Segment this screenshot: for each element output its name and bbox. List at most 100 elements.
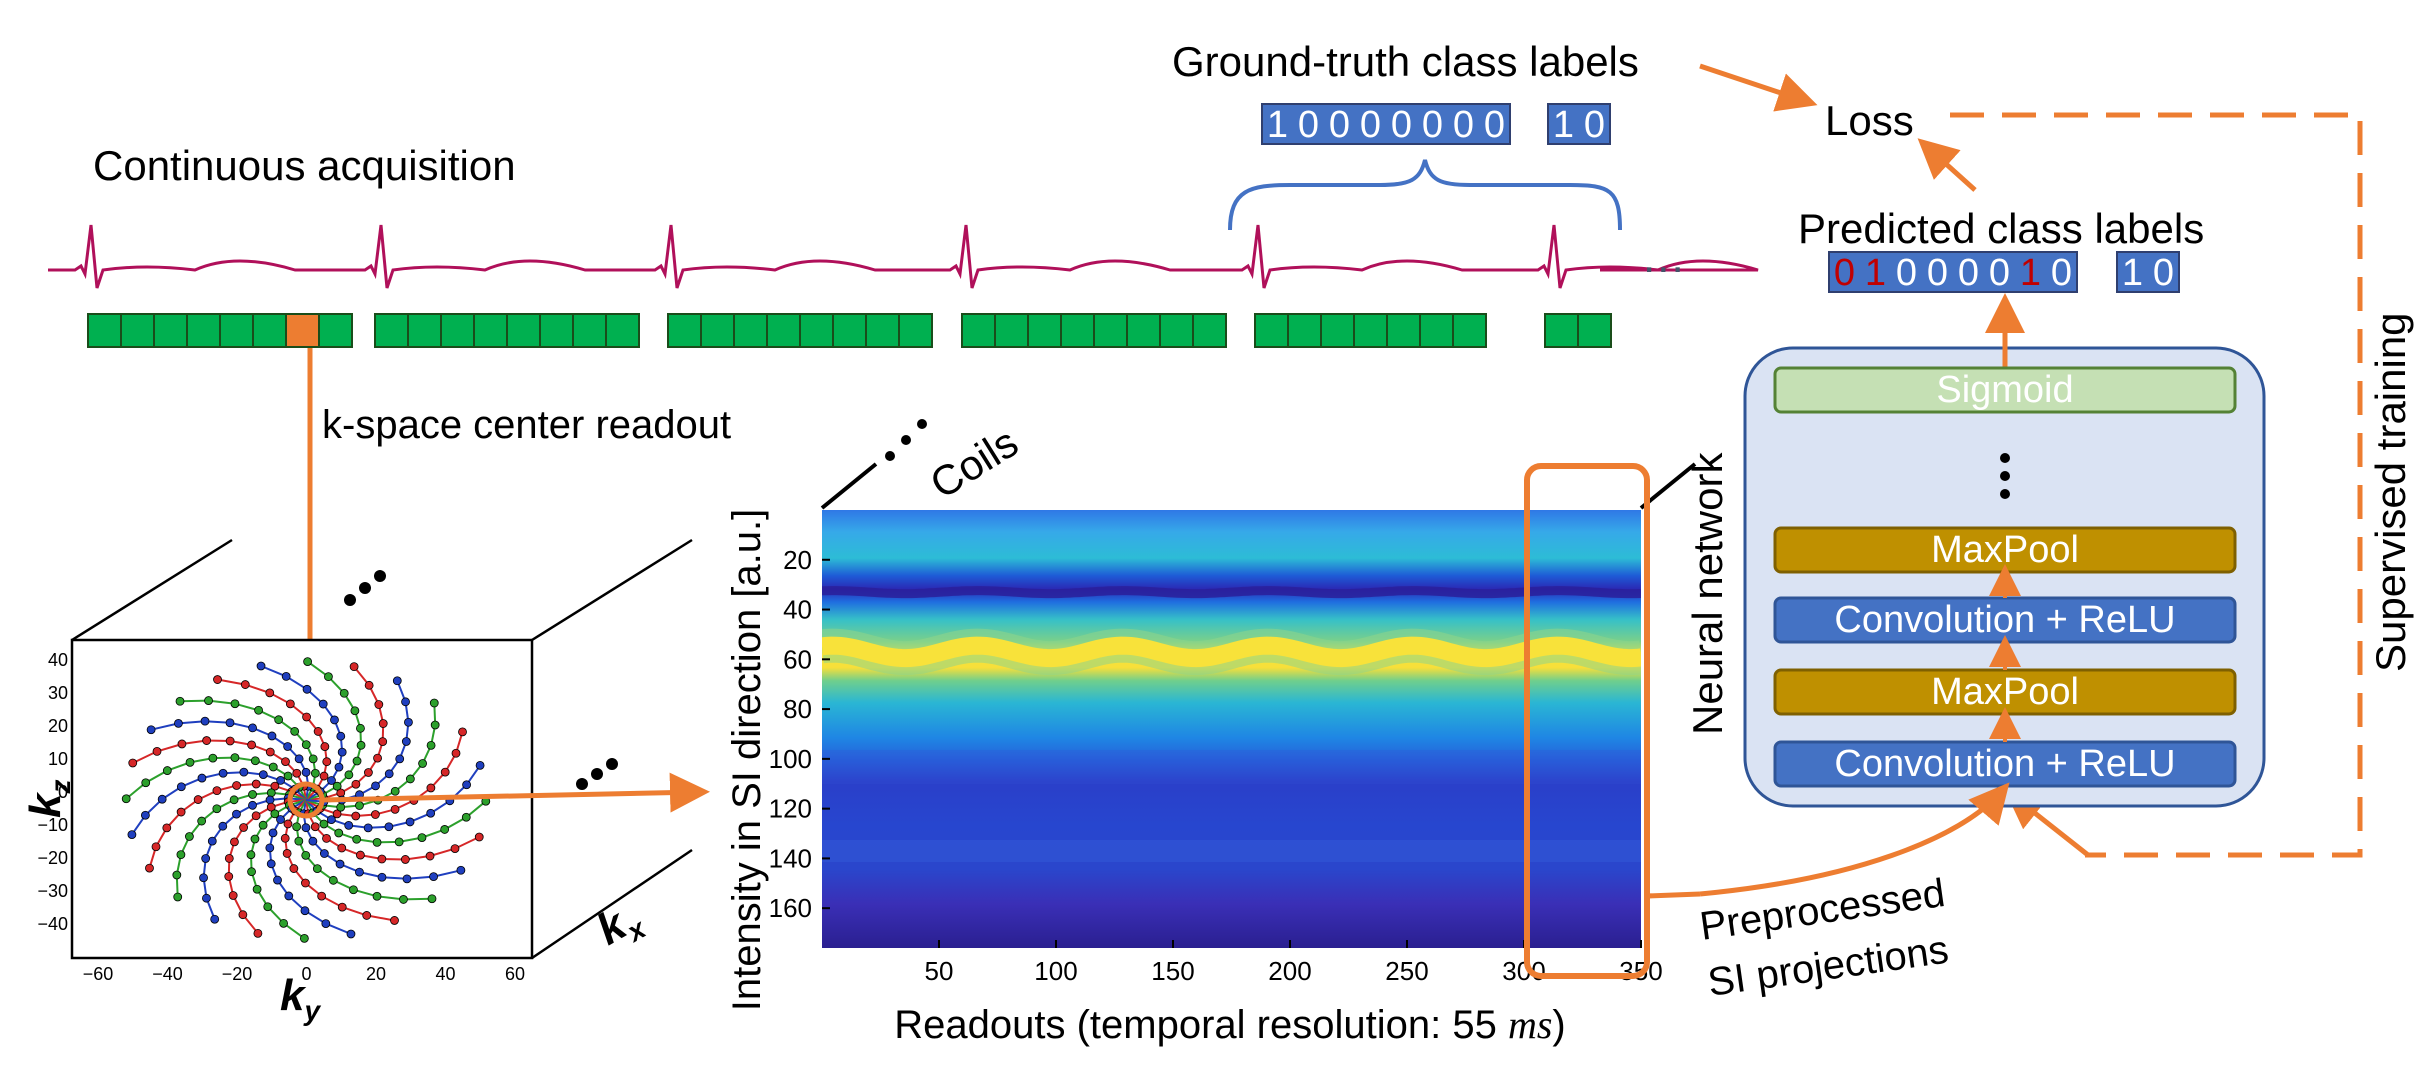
spoke-sample: [230, 837, 239, 847]
class-label-digit: 0: [1422, 104, 1443, 146]
spoke-sample: [461, 812, 471, 822]
spoke-sample: [283, 771, 293, 781]
readout-block: [473, 313, 508, 348]
spoke-sample: [355, 801, 364, 810]
bright-band: [822, 636, 1641, 668]
class-label-digit: 0: [1391, 104, 1412, 146]
coils-label: Coils: [922, 418, 1026, 507]
spoke-sample: [248, 790, 257, 799]
spoke-sample: [371, 810, 380, 819]
spoke-sample: [267, 731, 277, 741]
kspace-x-tick: 20: [366, 964, 386, 984]
spoke-sample: [212, 804, 222, 814]
spoke-sample: [201, 854, 211, 863]
kspace-x-tick: 0: [301, 964, 311, 984]
spoke-sample: [212, 786, 222, 796]
x-tick-label: 200: [1268, 956, 1311, 986]
spoke-sample: [319, 819, 329, 829]
heatmap-ylabel: Intensity in SI direction [a.u.]: [725, 509, 769, 1011]
readout-block: [799, 313, 834, 348]
spoke-sample: [390, 786, 400, 796]
spoke-sample: [308, 754, 318, 764]
spoke-sample: [202, 736, 212, 745]
window-to-net-arrow: [1699, 782, 2010, 897]
spoke-sample: [351, 811, 361, 821]
class-label-digit: 0: [2051, 252, 2072, 294]
spoke-sample: [281, 671, 291, 681]
spoke-sample: [266, 788, 276, 798]
spoke-sample: [301, 850, 311, 860]
spoke-sample: [336, 802, 346, 812]
kspace-cube: [71, 538, 693, 960]
readout-block: [506, 313, 541, 348]
spoke-sample: [127, 830, 137, 840]
spoke-sample: [310, 822, 320, 832]
spoke-sample: [405, 774, 415, 784]
kz-label: kz: [21, 780, 76, 818]
class-label-digit: 0: [1927, 252, 1948, 294]
spoke-sample: [319, 849, 329, 858]
spoke-sample: [350, 706, 360, 716]
class-label-digit: 0: [2153, 252, 2174, 294]
spoke-sample: [429, 872, 438, 882]
spoke-sample: [327, 776, 336, 785]
spoke-sample: [321, 919, 331, 929]
readout-block: [961, 313, 996, 348]
depth-ellipsis-icon: [344, 570, 618, 790]
class-label-digit: 0: [1484, 104, 1505, 146]
coils-ellipsis-icon: [885, 419, 927, 461]
ecg-path: [48, 224, 1759, 289]
spoke-sample: [283, 819, 293, 829]
spoke-sample: [145, 863, 154, 873]
spoke-sample: [285, 699, 295, 709]
spoke-sample: [140, 810, 150, 820]
class-label-digit: 1: [1865, 252, 1886, 294]
spoke-sample: [280, 833, 290, 843]
spoke-sample: [319, 771, 329, 781]
spoke-sample: [425, 851, 435, 861]
spoke-sample: [430, 720, 440, 730]
spoke-sample: [372, 837, 382, 847]
spoke-sample: [302, 684, 312, 694]
spoke-sample: [162, 823, 172, 833]
kspace-y-tick: −40: [37, 914, 68, 934]
spoke-sample: [377, 854, 387, 864]
gt-to-loss-arrow: [1699, 63, 1818, 112]
spoke-sample: [372, 891, 382, 901]
spoke-sample: [337, 747, 347, 757]
spoke-sample: [210, 914, 220, 924]
spoke-sample: [418, 759, 427, 768]
readout-block: [733, 313, 768, 348]
spoke-sample: [230, 699, 240, 709]
spoke-sample: [349, 662, 359, 672]
spoke-sample: [252, 884, 262, 894]
x-tick-label: 150: [1151, 956, 1194, 986]
spoke-sample: [263, 902, 273, 912]
spoke-sample: [322, 757, 332, 767]
spoke-sample: [265, 843, 275, 853]
spoke-sample: [405, 817, 415, 827]
y-tick-label: 80: [783, 694, 812, 724]
kspace-y-tick: 20: [48, 716, 68, 736]
spoke-sample: [451, 748, 461, 758]
readout-block: [186, 313, 221, 348]
spoke-sample: [175, 696, 185, 706]
spoke-sample: [313, 727, 323, 736]
readout-block: [539, 313, 574, 348]
kspace-y-tick: 0: [58, 782, 68, 802]
spoke-sample: [373, 753, 382, 763]
spoke-sample: [308, 836, 318, 846]
x-tick-label: 250: [1385, 956, 1428, 986]
spoke-sample: [157, 794, 167, 804]
spoke-sample: [279, 918, 288, 928]
ky-label: ky: [280, 971, 321, 1026]
spoke-sample: [270, 781, 280, 791]
y-tick-label: 160: [769, 893, 812, 923]
spoke-sample: [289, 864, 299, 873]
spoke-sample: [224, 872, 234, 881]
kspace-x-tick: 40: [435, 964, 455, 984]
class-label-digit: 0: [1329, 104, 1350, 146]
spoke-sample: [458, 727, 467, 737]
window-to-net-line: [1646, 891, 1701, 899]
